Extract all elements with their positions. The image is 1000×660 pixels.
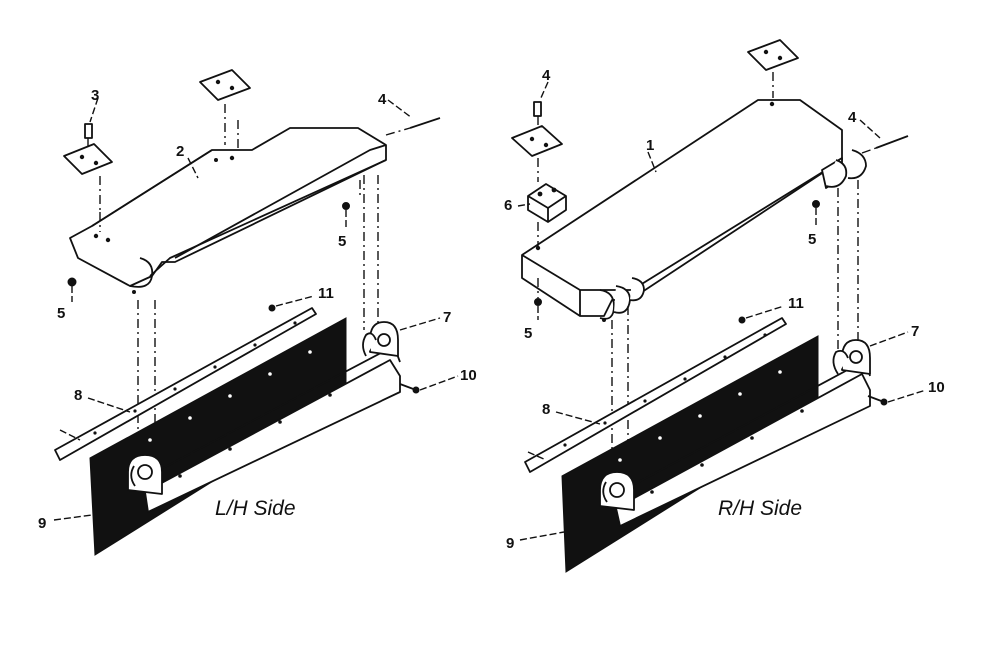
- callout-5: 5: [338, 233, 346, 250]
- right-screws: [738, 316, 888, 406]
- callout-3: 3: [91, 87, 99, 104]
- left-pin: [385, 117, 441, 136]
- left-clamp-bar: [54, 307, 317, 461]
- callout-5: 5: [808, 231, 816, 248]
- right-callouts: 4 1 4 6 5 5 7 8 9 10 11 R/H Side: [504, 67, 945, 552]
- left-leader-lines: [53, 97, 459, 521]
- right-plate-block: [511, 101, 567, 246]
- left-screws: [268, 304, 420, 394]
- right-clamp-bar: [524, 317, 787, 473]
- right-end-flange-rear: [832, 339, 871, 375]
- side-label-left: L/H Side: [215, 497, 296, 520]
- callout-7: 7: [911, 323, 919, 340]
- callout-7: 7: [443, 309, 451, 326]
- callout-4: 4: [848, 109, 857, 126]
- left-end-flange-front: [127, 454, 163, 495]
- callout-11: 11: [318, 285, 334, 302]
- callout-9: 9: [38, 515, 46, 532]
- side-label-right: R/H Side: [718, 497, 802, 520]
- right-pin: [861, 135, 909, 154]
- callout-10: 10: [928, 379, 945, 396]
- callout-8: 8: [74, 387, 82, 404]
- callout-2: 2: [176, 143, 184, 160]
- callout-11: 11: [788, 295, 804, 312]
- right-nuts: [534, 200, 820, 306]
- left-callouts: 3 2 4 5 5 7 8 9 10 11 L/H Side: [38, 87, 477, 532]
- left-assembly: 3 2 4 5 5 7 8 9 10 11 L/H Side: [38, 69, 477, 556]
- callout-9: 9: [506, 535, 514, 552]
- left-top-plate: [199, 69, 251, 145]
- callout-4: 4: [378, 91, 387, 108]
- right-end-flange-front: [599, 471, 635, 511]
- callout-5: 5: [57, 305, 65, 322]
- callout-6: 6: [504, 197, 512, 214]
- right-assembly: 4 1 4 6 5 5 7 8 9 10 11 R/H Side: [504, 39, 945, 573]
- right-cover-panel: [521, 99, 867, 322]
- right-leader-lines: [517, 81, 927, 541]
- callout-5: 5: [524, 325, 532, 342]
- callout-4: 4: [542, 67, 551, 84]
- callout-10: 10: [460, 367, 477, 384]
- left-plate-bolt: [63, 123, 113, 212]
- left-end-flange-rear: [362, 321, 399, 357]
- left-cover-panel: [69, 120, 387, 294]
- callout-1: 1: [646, 137, 654, 154]
- right-top-plate: [747, 39, 799, 98]
- callout-8: 8: [542, 401, 550, 418]
